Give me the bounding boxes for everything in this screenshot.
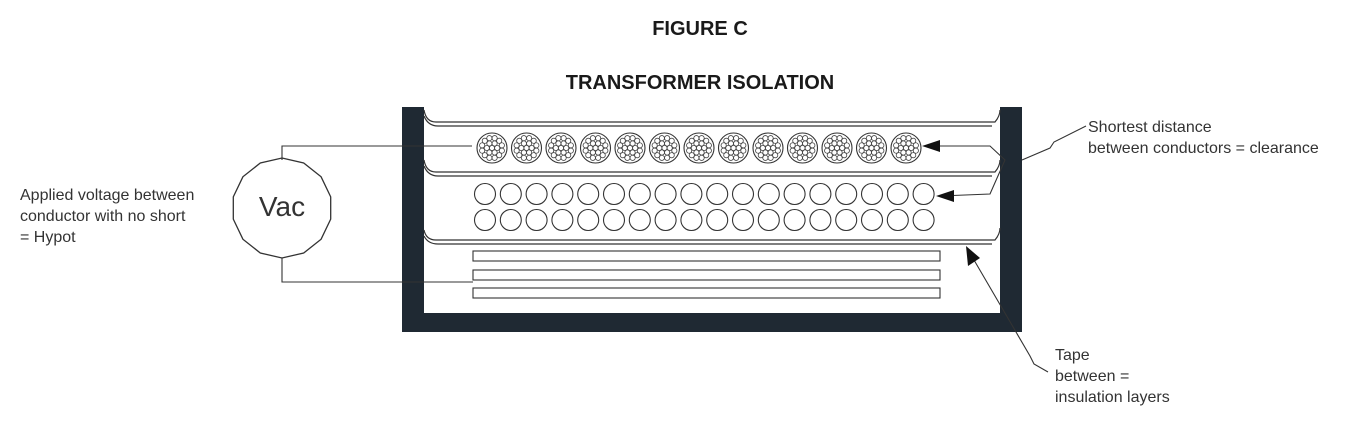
solid-conductor bbox=[783, 182, 806, 206]
stranded-conductor bbox=[890, 132, 922, 164]
solid-conductor bbox=[731, 182, 755, 206]
vac-label: Vac bbox=[259, 191, 305, 222]
solid-conductor bbox=[577, 208, 600, 232]
stranded-conductor bbox=[510, 132, 543, 164]
voltage-source: Vac bbox=[232, 157, 332, 259]
clearance-label-line: between conductors = clearance bbox=[1088, 140, 1319, 157]
housing-left-wall bbox=[402, 107, 424, 332]
solid-conductor bbox=[577, 182, 600, 206]
wire-to-top-conductor bbox=[281, 145, 472, 160]
stranded-conductor bbox=[855, 132, 888, 164]
transformer-housing bbox=[402, 107, 1022, 332]
tape-arrowhead bbox=[966, 246, 980, 266]
stranded-conductor bbox=[786, 132, 819, 164]
tape-label-line: Tape bbox=[1055, 347, 1090, 364]
solid-conductor bbox=[654, 208, 677, 232]
tape-layer-middle bbox=[423, 159, 1001, 173]
solid-conductor bbox=[499, 208, 522, 232]
tape-label: Tape between = insulation layers bbox=[1055, 347, 1170, 406]
stranded-conductor bbox=[476, 132, 508, 164]
stranded-conductor bbox=[683, 132, 715, 164]
solid-conductor bbox=[706, 182, 729, 206]
tape-layer-top-inner bbox=[423, 115, 992, 127]
stranded-conductor bbox=[752, 132, 784, 164]
wire-to-bottom-conductor bbox=[281, 258, 473, 283]
tape-layer-lower bbox=[423, 227, 1001, 241]
tape-layer-lower-inner bbox=[423, 235, 992, 245]
clearance-label: Shortest distance between conductors = c… bbox=[1088, 119, 1319, 157]
flat-conductor bbox=[472, 269, 941, 281]
solid-conductor bbox=[525, 182, 548, 206]
solid-conductor bbox=[912, 208, 935, 232]
tape-label-line: insulation layers bbox=[1055, 389, 1170, 406]
clearance-indicator bbox=[922, 125, 1087, 202]
solid-conductor bbox=[835, 208, 858, 232]
tape-leader-line bbox=[973, 259, 1049, 373]
flat-conductor bbox=[472, 250, 941, 262]
solid-conductor bbox=[809, 208, 832, 232]
tape-layer-middle-inner bbox=[423, 165, 992, 177]
solid-conductor bbox=[654, 182, 677, 206]
hypot-label: Applied voltage between conductor with n… bbox=[20, 187, 199, 246]
solid-conductor bbox=[680, 182, 703, 206]
clearance-label-line: Shortest distance bbox=[1088, 119, 1212, 136]
solid-conductor bbox=[551, 182, 574, 206]
solid-conductor bbox=[602, 208, 626, 232]
solid-conductor bbox=[499, 182, 522, 206]
hypot-wires bbox=[281, 145, 473, 283]
solid-conductor bbox=[473, 208, 497, 232]
solid-conductor bbox=[473, 182, 497, 206]
tape-label-line: between = bbox=[1055, 368, 1129, 385]
solid-conductor bbox=[912, 182, 935, 206]
figure-subtitle: TRANSFORMER ISOLATION bbox=[566, 72, 835, 94]
clearance-leader-line bbox=[1021, 125, 1087, 161]
solid-conductor bbox=[835, 182, 858, 206]
solid-conductor bbox=[628, 182, 651, 206]
stranded-conductor bbox=[614, 132, 646, 164]
hypot-label-line: Applied voltage between bbox=[20, 187, 194, 204]
solid-conductor bbox=[551, 208, 574, 232]
solid-conductor bbox=[809, 182, 832, 206]
figure-title: FIGURE C bbox=[652, 18, 748, 40]
flat-conductor bbox=[472, 287, 941, 299]
solid-conductor bbox=[628, 208, 651, 232]
stranded-conductor bbox=[648, 132, 681, 164]
solid-conductor bbox=[731, 208, 755, 232]
housing-bottom bbox=[402, 313, 1022, 332]
clearance-bracket bbox=[939, 145, 1006, 197]
stranded-conductor bbox=[821, 132, 853, 164]
housing-right-wall bbox=[1000, 107, 1022, 332]
solid-conductor bbox=[602, 182, 626, 206]
solid-conductor bbox=[525, 208, 548, 232]
solid-conductor bbox=[757, 208, 780, 232]
stranded-conductor bbox=[717, 132, 750, 164]
insulation-tape-layers bbox=[423, 109, 1001, 245]
solid-conductor bbox=[706, 208, 729, 232]
solid-conductor bbox=[886, 182, 909, 206]
hypot-label-line: conductor with no short bbox=[20, 208, 186, 225]
tape-indicator bbox=[966, 246, 1049, 373]
clearance-arrowhead-top bbox=[922, 140, 940, 152]
solid-conductor bbox=[757, 182, 780, 206]
solid-conductor bbox=[886, 208, 909, 232]
stranded-conductor bbox=[579, 132, 612, 164]
solid-conductor bbox=[860, 208, 884, 232]
solid-conductor-rows bbox=[473, 182, 935, 232]
hypot-label-line: = Hypot bbox=[20, 229, 76, 246]
flat-conductors bbox=[472, 250, 941, 299]
solid-conductor bbox=[860, 182, 884, 206]
clearance-arrowhead-bottom bbox=[936, 190, 954, 202]
tape-layer-top bbox=[423, 109, 1001, 123]
stranded-conductor-row bbox=[476, 132, 922, 164]
stranded-conductor bbox=[545, 132, 577, 164]
solid-conductor bbox=[783, 208, 806, 232]
solid-conductor bbox=[680, 208, 703, 232]
